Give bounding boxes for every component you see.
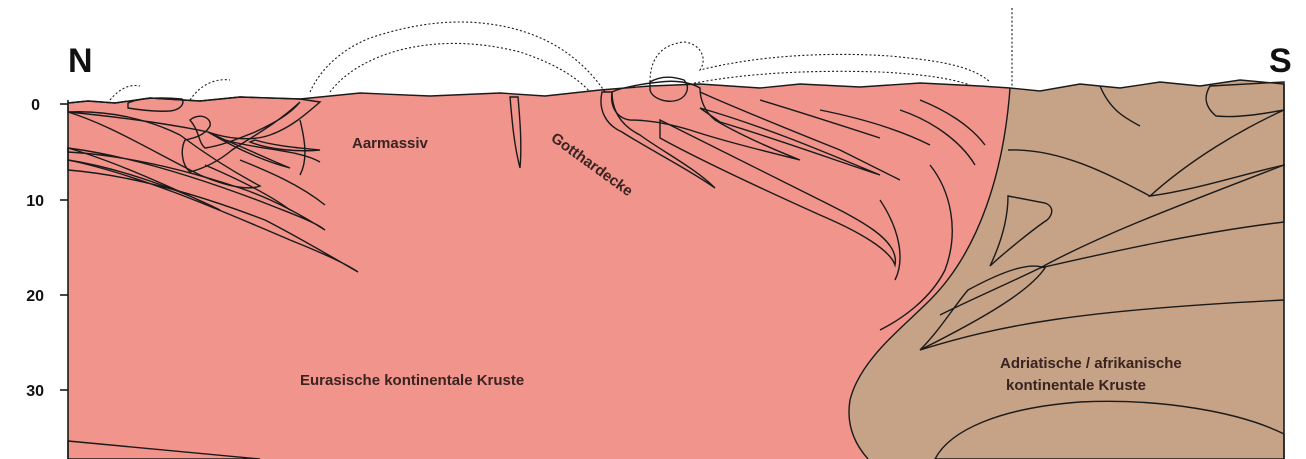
direction-south: S — [1269, 42, 1292, 80]
depth-label-30: 30 — [26, 383, 44, 400]
eroded-nappe-reconstruction-left — [310, 22, 605, 92]
eroded-nappe-reconstruction-right — [650, 42, 990, 82]
label-aarmassiv: Aarmassiv — [352, 135, 429, 152]
depth-label-0: 0 — [31, 97, 40, 114]
direction-north: N — [68, 42, 93, 80]
eroded-cover-north — [190, 80, 230, 100]
depth-label-20: 20 — [26, 288, 44, 305]
eroded-cover-north-2 — [110, 86, 140, 100]
eroded-nappe-reconstruction-left-inner — [330, 43, 590, 92]
label-eurasian-crust: Eurasische kontinentale Kruste — [300, 372, 524, 389]
label-adriatic-line1: Adriatische / afrikanische — [1000, 355, 1182, 372]
depth-label-10: 10 — [26, 193, 44, 210]
label-adriatic-line2: kontinentale Kruste — [1006, 377, 1146, 394]
